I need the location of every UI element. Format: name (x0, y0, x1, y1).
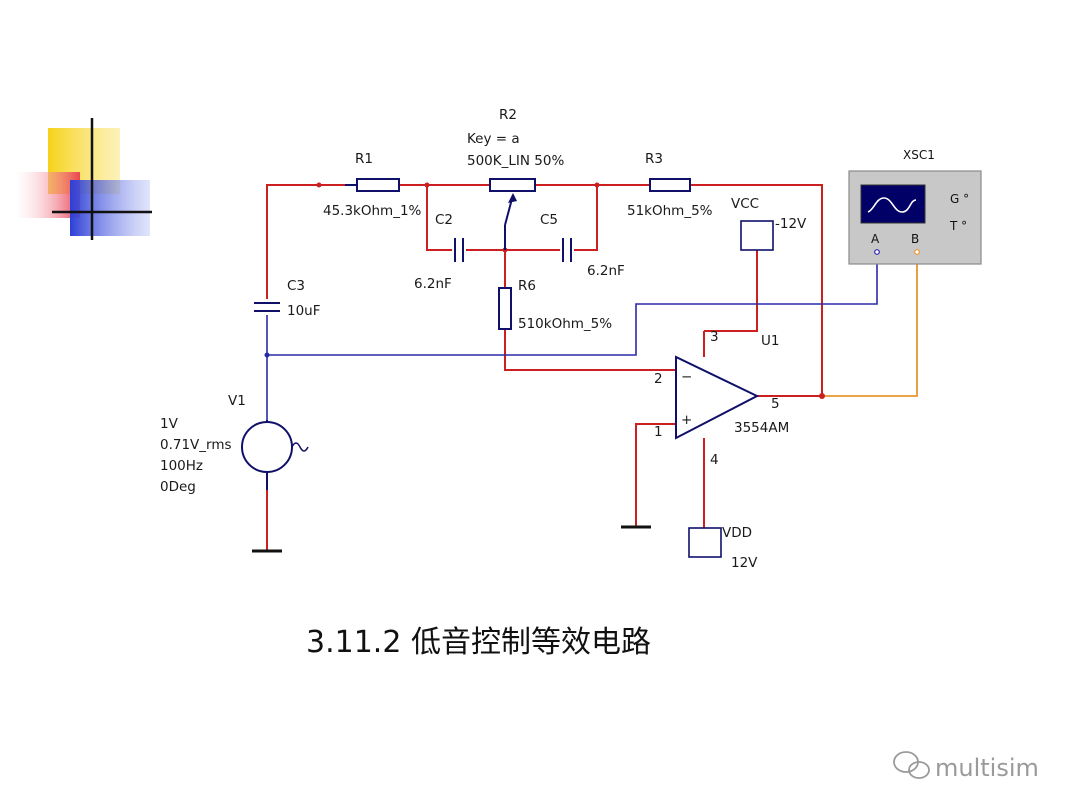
u1-pin1: 1 (654, 424, 663, 440)
junction-dots (264, 182, 825, 399)
u1-name: U1 (761, 333, 779, 349)
red-wires (266, 184, 823, 550)
r2-name: R2 (499, 107, 517, 123)
u1-pin3: 3 (710, 329, 719, 345)
u1-plus: + (681, 412, 692, 428)
vdd-value: 12V (731, 555, 758, 571)
r3-name: R3 (645, 151, 663, 167)
r1-value: 45.3kOhm_1% (323, 203, 422, 219)
potentiometer-r2: R2 Key = a 500K_LIN 50% (467, 107, 564, 250)
u1-pin2: 2 (654, 371, 663, 387)
v1-freq: 100Hz (160, 458, 203, 474)
vdd-name: VDD (722, 525, 752, 541)
blue-wires (266, 252, 878, 420)
capacitor-c5: C5 6.2nF (540, 212, 625, 279)
xsc1-name: XSC1 (903, 148, 935, 162)
resistor-r6: R6 510kOhm_5% (498, 278, 612, 332)
ac-source-v1: V1 1V 0.71V_rms 100Hz 0Deg (160, 393, 309, 495)
u1-part: 3554AM (734, 420, 789, 436)
xsc1-t: T ° (949, 219, 967, 233)
xsc1-g: G ° (950, 192, 969, 206)
vcc-name: VCC (731, 196, 759, 212)
sine-wave-icon (291, 442, 309, 452)
watermark: multisim (893, 751, 1039, 782)
c5-value: 6.2nF (587, 263, 625, 279)
capacitor-c2: C2 6.2nF (414, 212, 464, 292)
r1-name: R1 (355, 151, 373, 167)
c5-name: C5 (540, 212, 558, 228)
xsc1-a: A (871, 232, 880, 246)
oscilloscope-wave-icon (867, 197, 917, 213)
vdd-source: VDD 12V (688, 525, 758, 571)
c3-name: C3 (287, 278, 305, 294)
r2-key: Key = a (467, 131, 520, 147)
opamp-u1: − + U1 3554AM 2 1 3 4 5 (654, 329, 789, 468)
r6-value: 510kOhm_5% (518, 316, 612, 332)
c2-name: C2 (435, 212, 453, 228)
oscilloscope-xsc1[interactable]: XSC1 G ° T ° A B (848, 148, 982, 265)
orange-wire (822, 252, 918, 397)
vcc-source: VCC -12V (731, 196, 807, 251)
v1-name: V1 (228, 393, 246, 409)
u1-pin5: 5 (771, 396, 780, 412)
capacitor-c3: C3 10uF (254, 278, 321, 319)
page-title: 3.11.2 低音控制等效电路 (306, 625, 651, 660)
v1-amplitude: 1V (160, 416, 179, 432)
c2-value: 6.2nF (414, 276, 452, 292)
r2-value: 500K_LIN 50% (467, 153, 564, 169)
vcc-value: -12V (775, 216, 807, 232)
resistor-r3: R3 51kOhm_5% (627, 151, 713, 219)
xsc1-b: B (911, 232, 919, 246)
r6-name: R6 (518, 278, 536, 294)
watermark-text: multisim (935, 754, 1039, 782)
r3-value: 51kOhm_5% (627, 203, 713, 219)
v1-rms: 0.71V_rms (160, 437, 232, 453)
u1-pin4: 4 (710, 452, 719, 468)
v1-phase: 0Deg (160, 479, 196, 495)
resistor-r1: R1 45.3kOhm_1% (323, 151, 422, 219)
decorative-squares-icon (14, 118, 152, 240)
u1-minus: − (681, 369, 692, 385)
wechat-icon (893, 751, 930, 779)
c3-value: 10uF (287, 303, 321, 319)
